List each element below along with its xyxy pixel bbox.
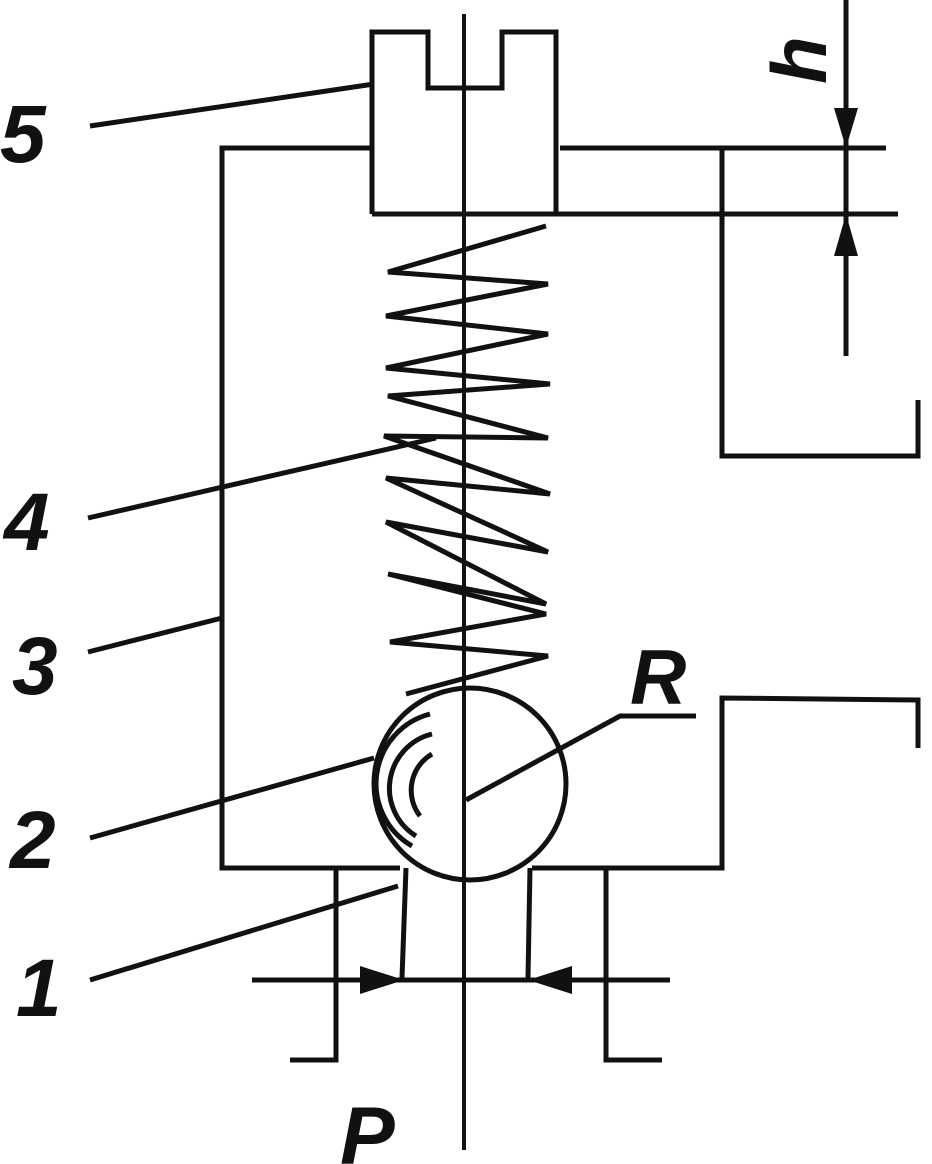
label-part-3: 3 [12, 621, 58, 712]
valve-housing [219, 145, 921, 871]
label-radius: R [630, 633, 686, 721]
label-pressure: P [340, 1091, 395, 1164]
label-height: h [755, 36, 843, 84]
leader-lines [87, 81, 437, 983]
label-part-5: 5 [0, 89, 47, 180]
label-part-2: 2 [8, 795, 56, 886]
adjusting-screw [369, 29, 898, 217]
label-part-4: 4 [2, 477, 50, 568]
inlet-nozzle [252, 867, 670, 1063]
ball-valve [371, 685, 696, 883]
label-part-1: 1 [16, 943, 62, 1034]
dimension-h [834, 0, 858, 356]
spring [383, 223, 551, 697]
